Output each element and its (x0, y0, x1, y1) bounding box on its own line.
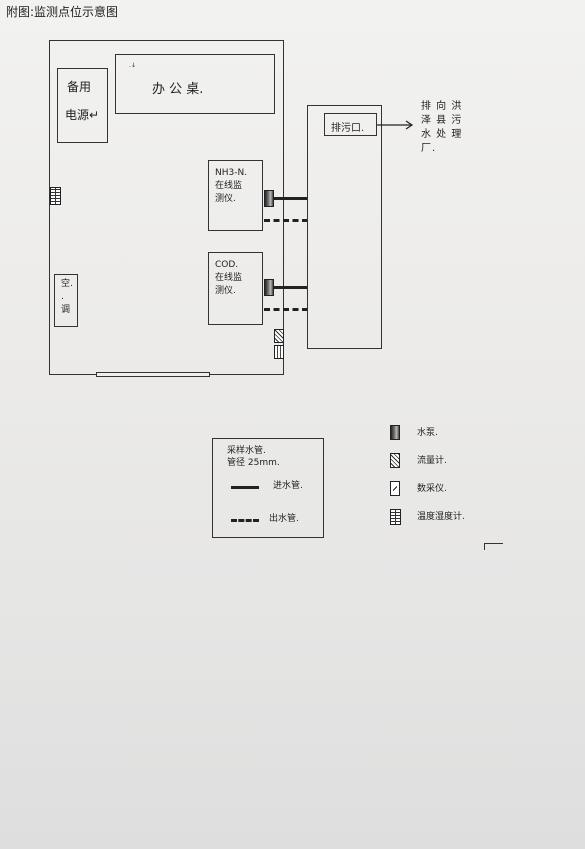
nh3n-label-1: NH3-N. (215, 168, 248, 178)
ac-label-3: 调 (61, 305, 71, 315)
outlet-label: 排污口. (331, 123, 365, 134)
destination-line-4: 厂. (421, 143, 437, 154)
nh3n-label-2: 在线监 (215, 181, 243, 191)
backup-power-box: 备用 电源↵ (57, 68, 108, 143)
cod-label-2: 在线监 (215, 273, 243, 283)
legend-outlet-label: 出水管. (269, 514, 299, 524)
nh3n-label-3: 测仪. (215, 194, 236, 204)
outlet-pipe-cod (264, 308, 308, 311)
page-title: 附图:监测点位示意图 (6, 5, 119, 19)
pipe-legend-box: 采样水管. 管径 25mm. 进水管. 出水管. (212, 438, 324, 538)
discharge-arrow-icon (377, 120, 414, 130)
backup-power-label-2: 电源↵ (65, 108, 100, 122)
inlet-pipe-nh3n (274, 197, 308, 200)
destination-text: 排 向 洪 泽 县 污 水 处 理 厂. (421, 100, 462, 156)
air-conditioner-box: 空. . 调 (54, 274, 78, 327)
cod-label-1: COD. (215, 260, 239, 270)
legend-temp-humidity-label: 温度湿度计. (417, 512, 465, 522)
legend-inlet-line (231, 486, 259, 489)
pump-icon-cod (264, 279, 274, 296)
pipe-legend-title-2: 管径 25mm. (227, 458, 280, 468)
legend-pump-label: 水泵. (417, 428, 438, 438)
destination-line-3: 水 处 理 (421, 129, 463, 140)
ac-label-1: 空. (61, 279, 73, 289)
legend-inlet-label: 进水管. (273, 481, 303, 491)
pump-icon-nh3n (264, 190, 274, 207)
corner-mark (484, 543, 503, 550)
cod-label-3: 测仪. (215, 286, 236, 296)
legend-outlet-line (231, 519, 259, 522)
backup-power-label-1: 备用 (67, 80, 92, 94)
legend-data-acquisition-label: 数采仪. (417, 484, 447, 494)
destination-line-1: 排 向 洪 (421, 101, 463, 112)
cod-analyzer-box: COD. 在线监 测仪. (208, 252, 263, 325)
discharge-channel (307, 105, 382, 349)
temp-humidity-meter-icon (50, 187, 61, 205)
destination-line-2: 泽 县 污 (421, 115, 463, 126)
nh3n-analyzer-box: NH3-N. 在线监 测仪. (208, 160, 263, 231)
legend-temp-humidity-icon (390, 509, 401, 525)
ac-label-2: . (61, 292, 64, 302)
flowmeter-icon (274, 329, 284, 343)
office-desk-label: 办 公 桌. (152, 82, 204, 97)
legend-flowmeter-icon (390, 453, 400, 468)
room-door (96, 372, 210, 377)
data-acquisition-icon (274, 345, 284, 359)
inlet-pipe-cod (274, 286, 308, 289)
legend-pump-icon (390, 425, 400, 440)
legend-flowmeter-label: 流量计. (417, 456, 447, 466)
pipe-legend-title-1: 采样水管. (227, 446, 266, 456)
desk-mark: .↓ (129, 62, 136, 69)
outlet-label-box: 排污口. (324, 113, 377, 136)
outlet-pipe-nh3n (264, 219, 308, 222)
office-desk-box: .↓ 办 公 桌. (115, 54, 275, 114)
legend-data-acquisition-icon (390, 481, 400, 496)
